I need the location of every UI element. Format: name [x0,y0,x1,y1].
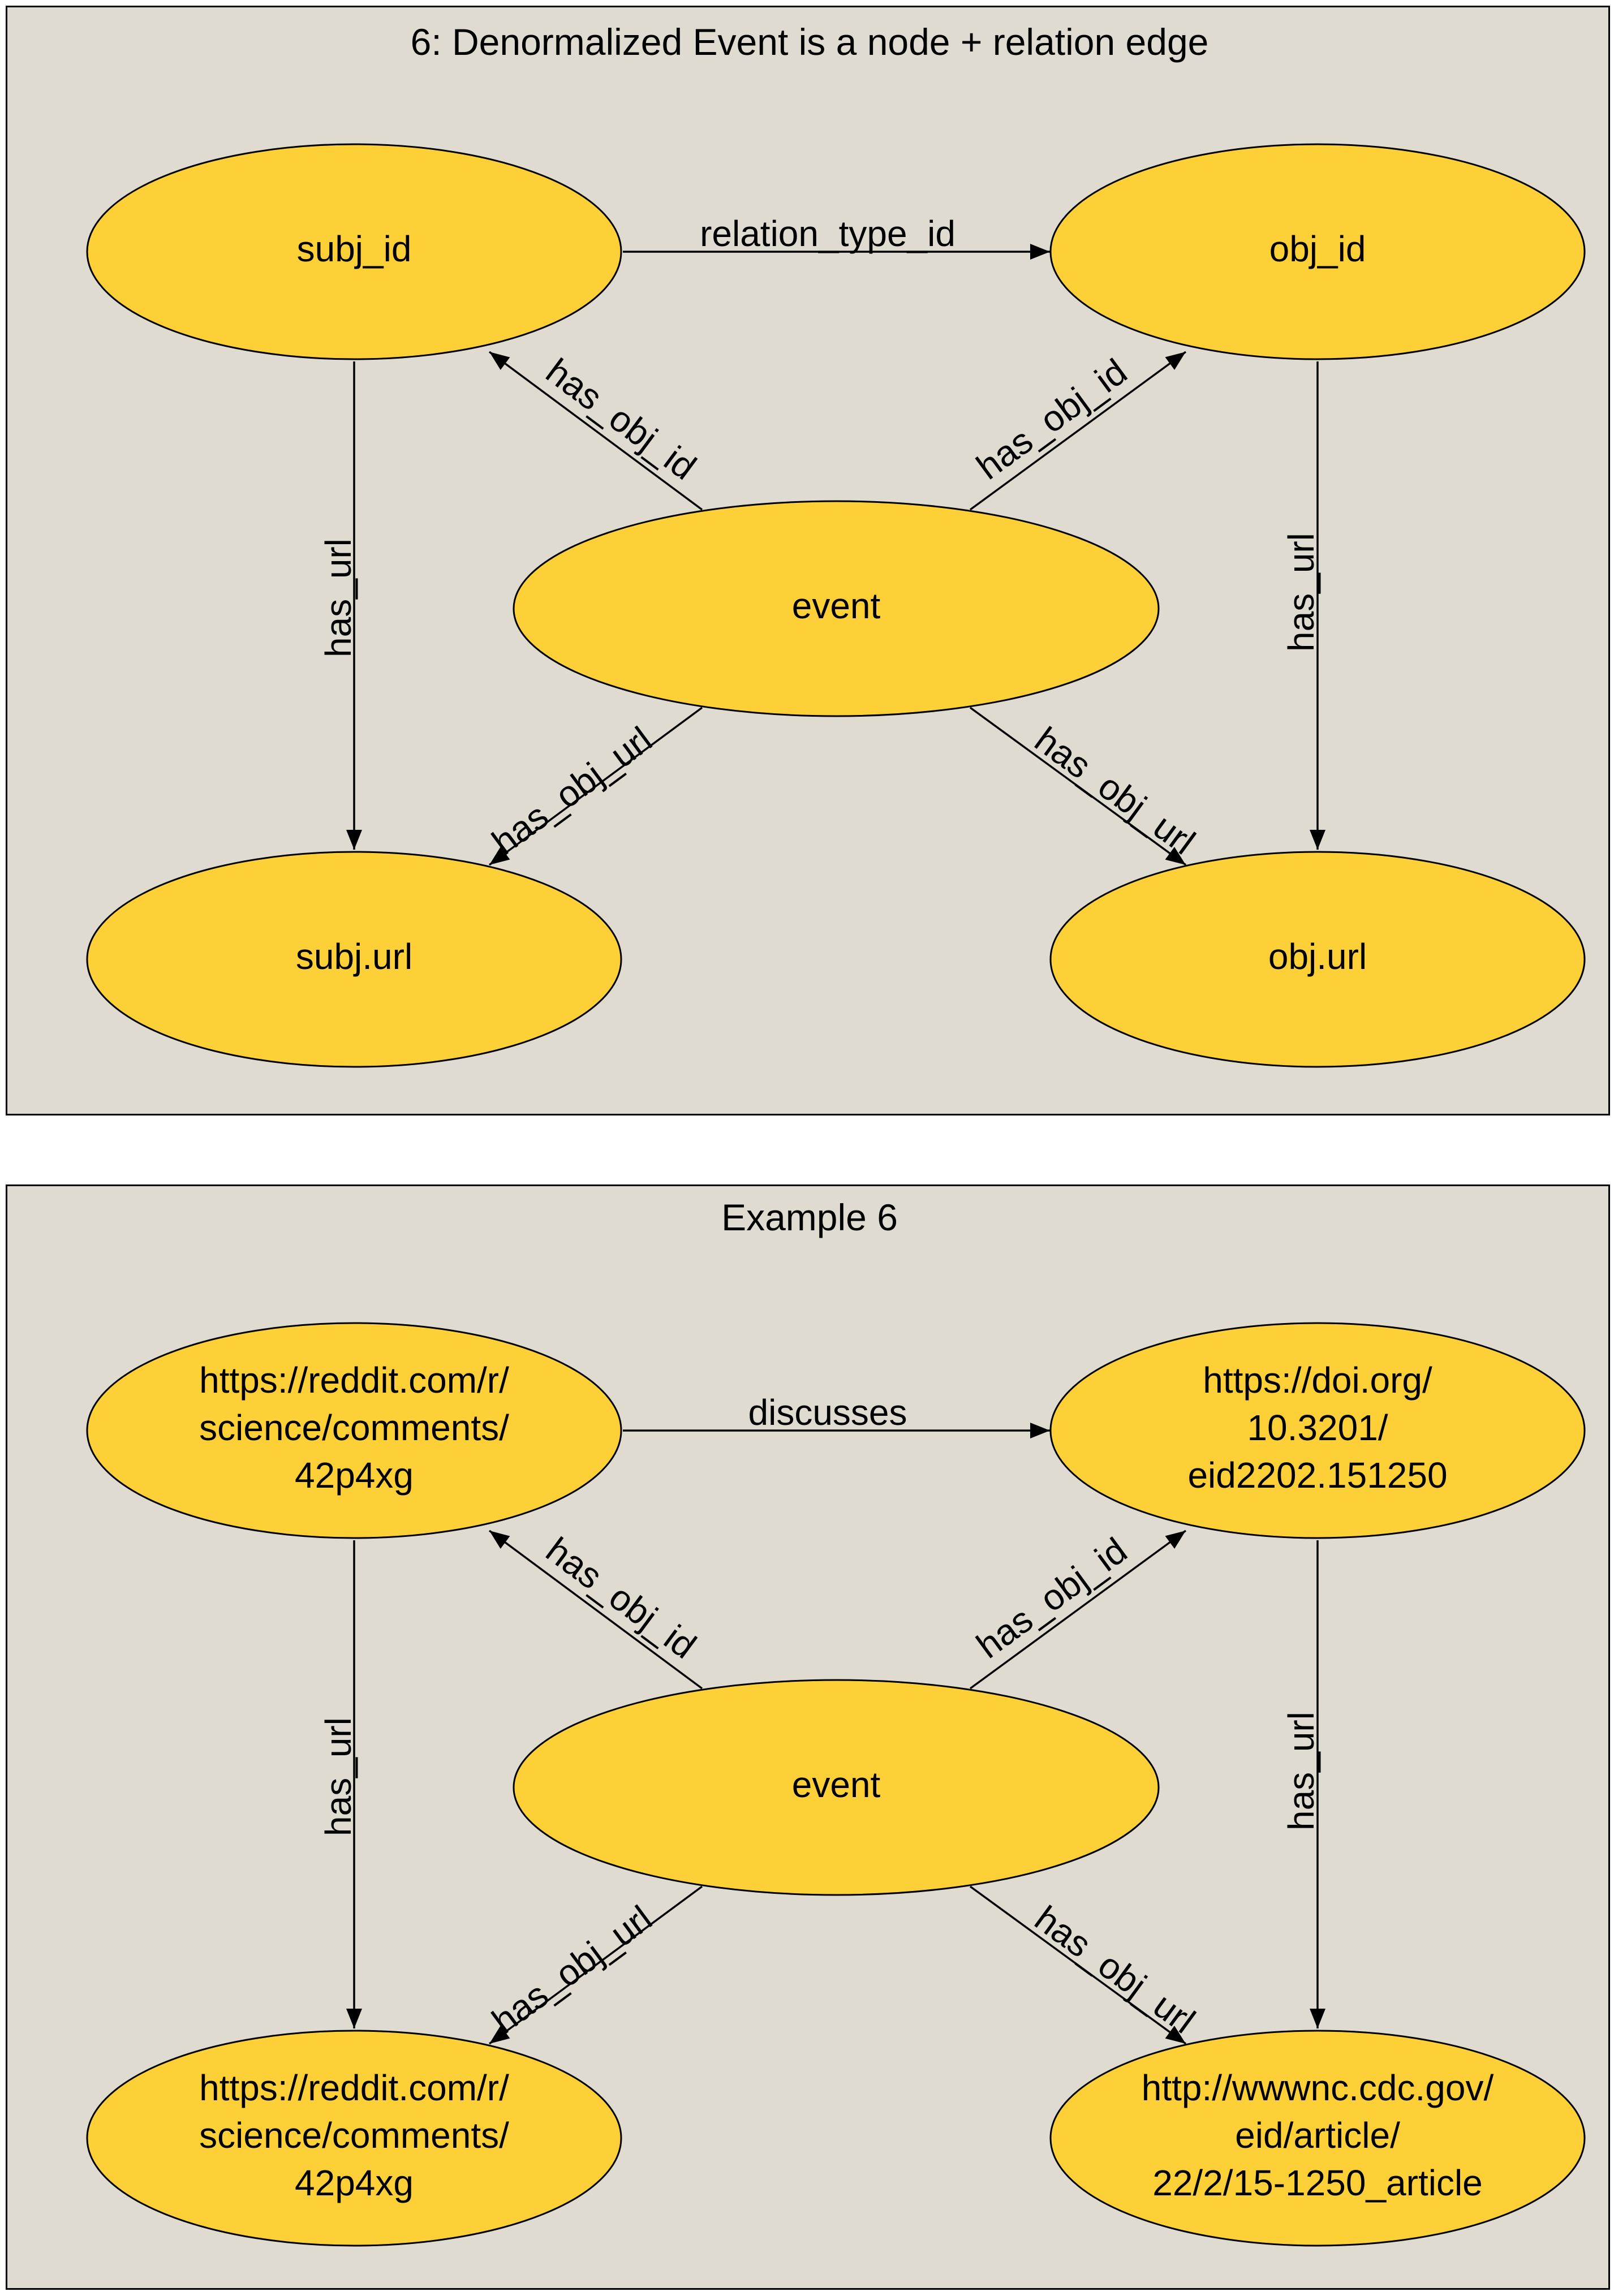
graph-canvas-example: discusses has_obj_id has_obj_id has_url has_… [86,1322,1586,2247]
node-ellipse [86,851,622,1068]
edge-label: has_obj_url [485,719,660,863]
node-label: https://doi.org/ [1203,1360,1432,1401]
node-label: 42p4xg [295,1455,414,1496]
node-label: science/comments/ [199,1407,509,1448]
edge-label: has_obj_url [485,1898,660,2042]
node-ellipse [86,2030,622,2247]
node-label: 22/2/15-1250_article [1152,2163,1483,2203]
edge-event-to-subj-url [488,707,703,866]
edge-label: has_url [318,539,359,657]
edge-label: has_obj_id [539,1530,703,1666]
node-label: eid2202.151250 [1187,1455,1447,1496]
node-ellipse [513,500,1160,717]
node-label: https://reddit.com/r/ [199,1360,509,1401]
edge-event-to-obj-url [969,1885,1187,2045]
graph-canvas-schema: relation_type_id has_obj_id has_obj_id has_… [86,143,1586,1068]
node-label: obj.url [1268,936,1367,977]
node-subj: https://reddit.com/r/science/comments/42… [86,1322,622,1539]
node-subj: subj_id [86,143,622,360]
edge-label: has_url [1281,533,1322,652]
node-label: http://wwwnc.cdc.gov/ [1142,2067,1494,2108]
node-obj-url: http://wwwnc.cdc.gov/eid/article/22/2/15… [1049,2030,1586,2247]
edge-event-to-obj-url [969,707,1187,866]
diagram-panel-schema: relation_type_id has_obj_id has_obj_id has_… [6,6,1610,1115]
edge-event-to-subj [488,1530,703,1690]
edge-label: has_obj_url [1027,1898,1203,2041]
edge-label: has_obj_id [969,1530,1134,1666]
node-label: science/comments/ [199,2115,509,2156]
edge-label: has_obj_url [1027,719,1203,863]
edge-label: discusses [748,1392,907,1433]
node-ellipse [1049,1322,1586,1539]
node-obj: https://doi.org/10.3201/eid2202.151250 [1049,1322,1586,1539]
node-label: eid/article/ [1235,2115,1400,2156]
node-event: event [513,1679,1160,1896]
panel-title: 6: Denormalized Event is a node + relati… [410,21,1209,63]
node-ellipse [86,143,622,360]
panel-title: Example 6 [721,1196,898,1238]
node-label: subj_id [297,229,412,269]
node-ellipse [513,1679,1160,1896]
node-ellipse [1049,143,1586,360]
node-label: event [792,585,881,626]
node-event: event [513,500,1160,717]
edge-event-to-obj [969,351,1187,511]
node-subj-url: https://reddit.com/r/science/comments/42… [86,2030,622,2247]
node-obj: obj_id [1049,143,1586,360]
node-ellipse [86,1322,622,1539]
node-label: 10.3201/ [1247,1407,1388,1448]
edge-label: relation_type_id [700,213,956,254]
edge-label: has_url [318,1717,359,1836]
edge-event-to-obj [969,1530,1187,1690]
node-label: subj.url [296,936,412,977]
edge-event-to-subj [488,351,703,511]
edge-event-to-subj-url [488,1885,703,2045]
edge-label: has_obj_id [539,351,703,488]
node-ellipse [1049,851,1586,1068]
diagram-panel-example: discusses has_obj_id has_obj_id has_url has_… [6,1184,1610,2290]
node-obj-url: obj.url [1049,851,1586,1068]
node-label: event [792,1764,881,1805]
edge-label: has_obj_id [969,351,1134,487]
edge-label: has_url [1281,1712,1322,1830]
node-label: 42p4xg [295,2163,414,2203]
node-label: obj_id [1269,229,1366,269]
node-label: https://reddit.com/r/ [199,2067,509,2108]
node-ellipse [1049,2030,1586,2247]
node-subj-url: subj.url [86,851,622,1068]
